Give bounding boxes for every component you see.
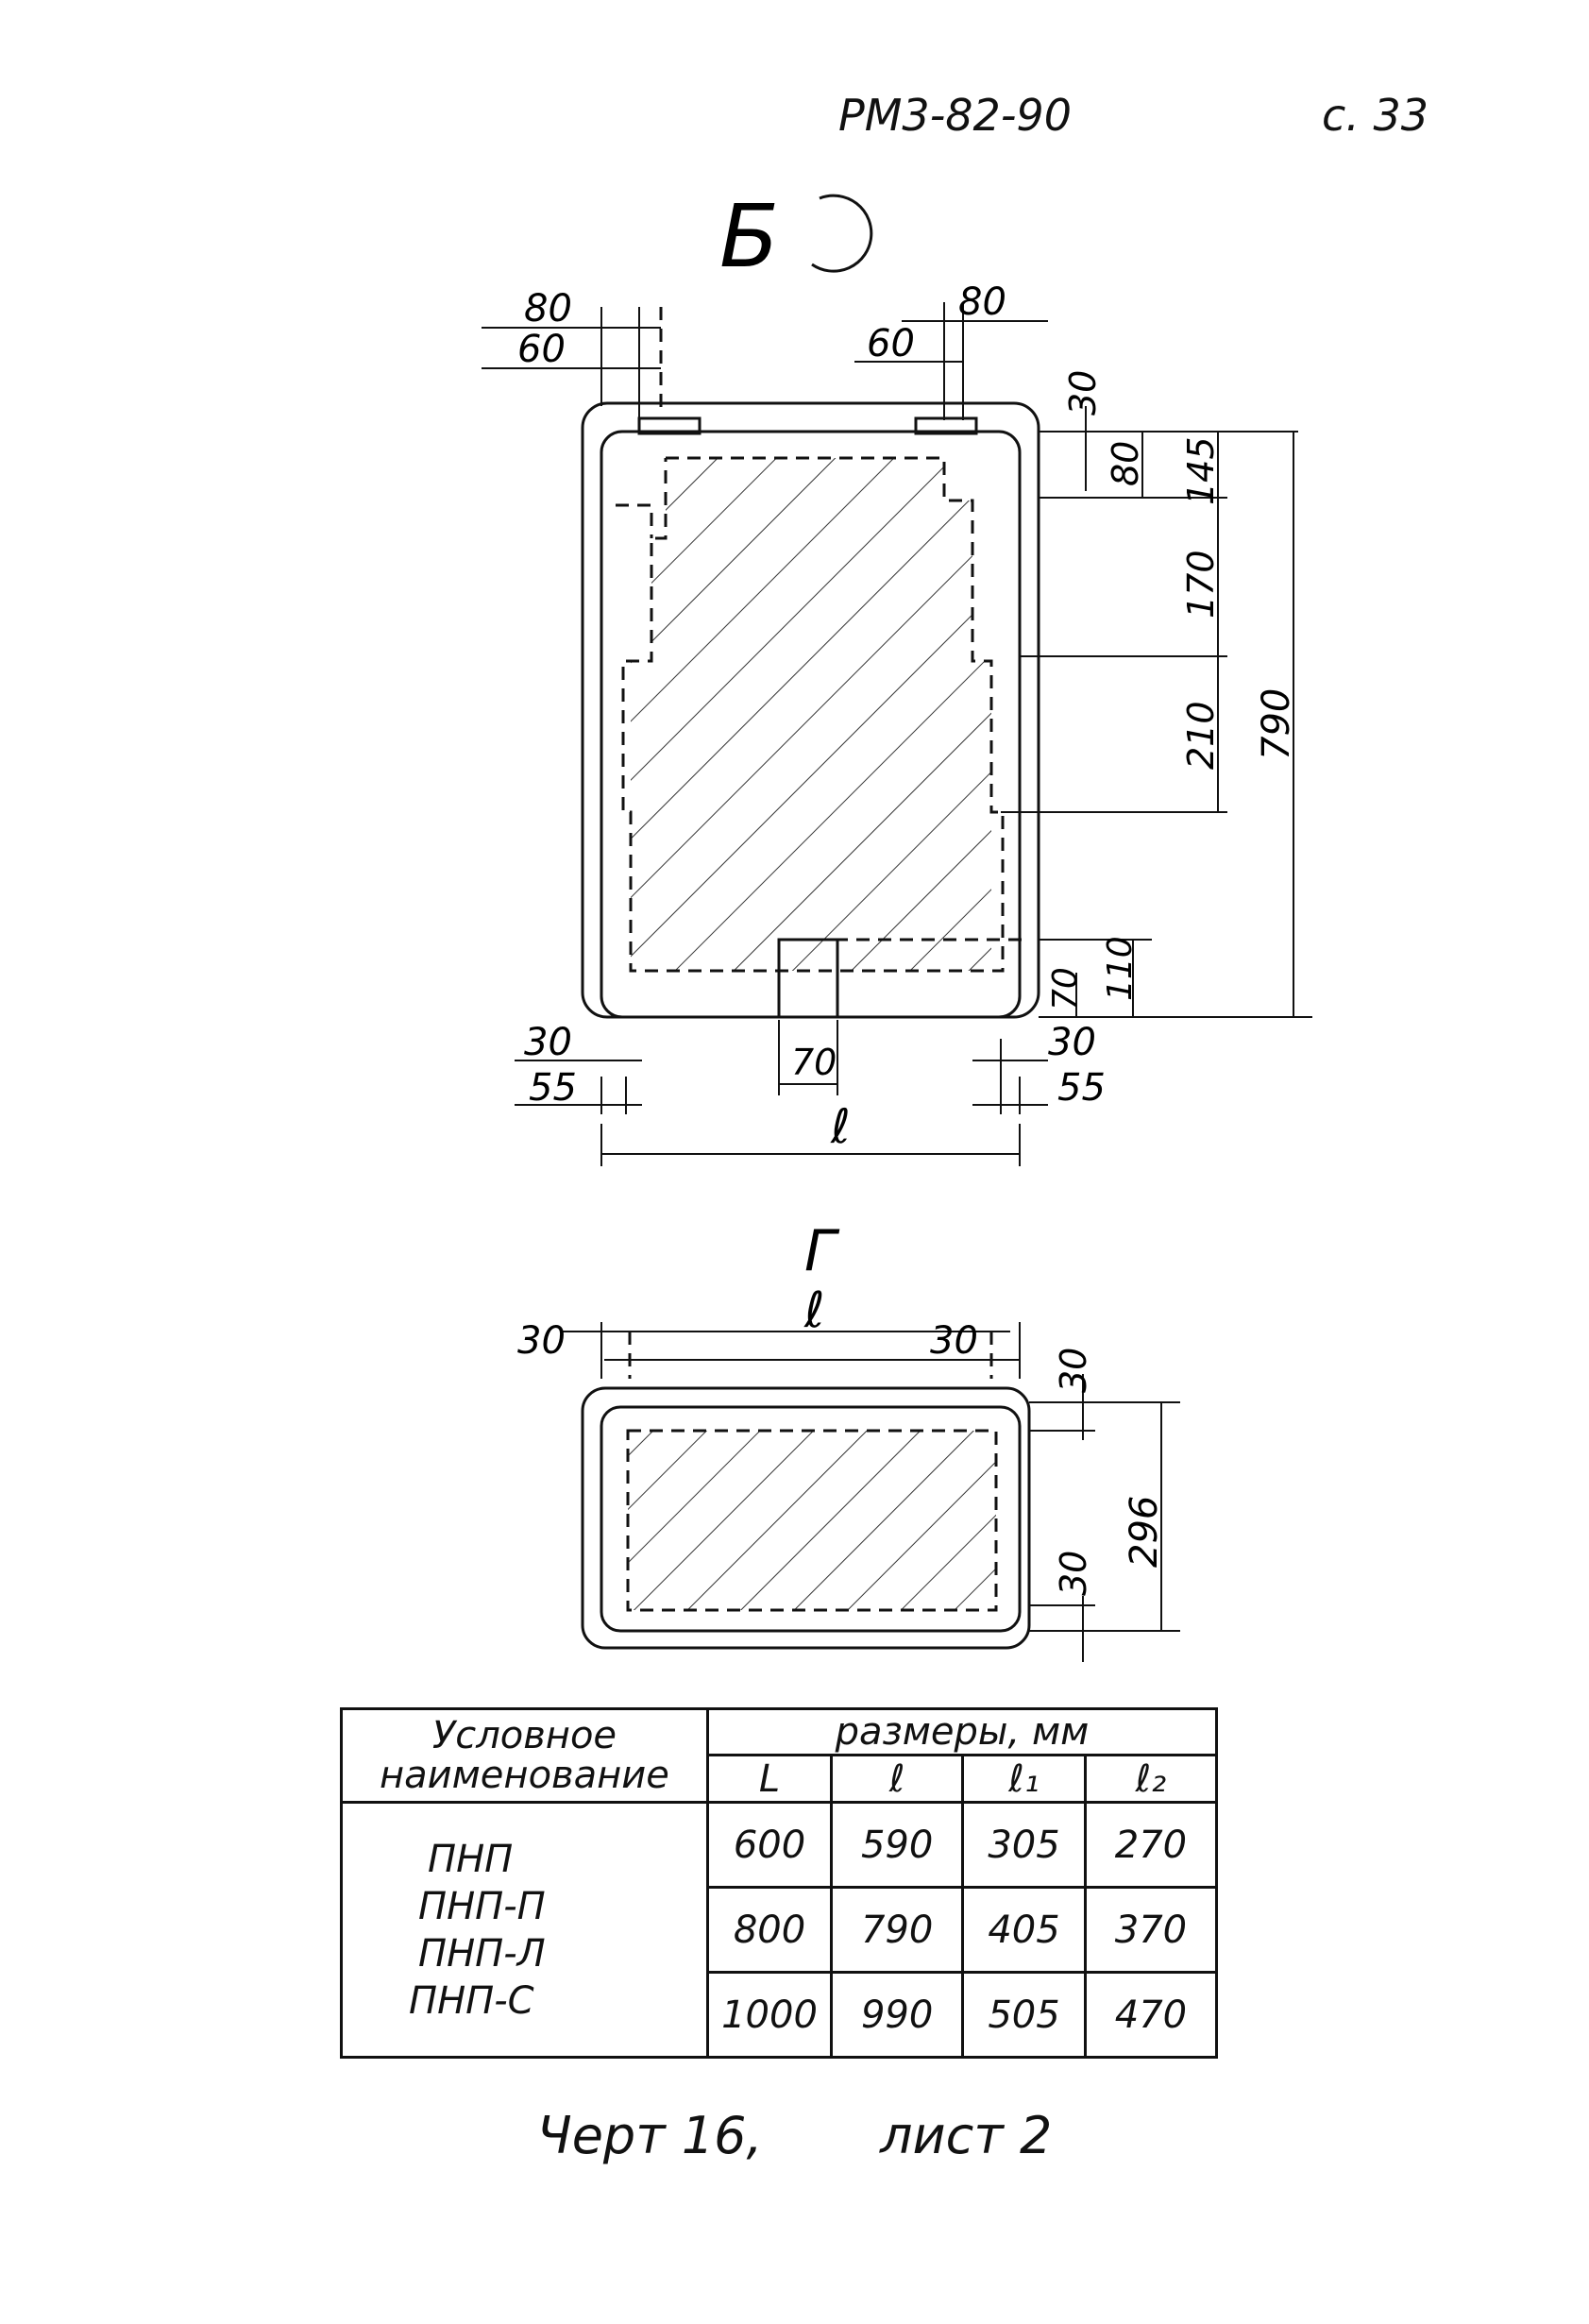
view-b-bottom-slot bbox=[777, 938, 839, 1019]
product-name: ПНП-С bbox=[409, 1978, 534, 2023]
view-b-hatched-core bbox=[631, 458, 991, 971]
dim-b-right-110: 110 bbox=[1101, 936, 1140, 1001]
table-cell: 1000 bbox=[705, 1971, 834, 2059]
table-cell: 590 bbox=[830, 1801, 965, 1889]
dim-b-right-145: 145 bbox=[1180, 436, 1222, 505]
col-header-l2: ℓ₂ bbox=[1083, 1754, 1219, 1804]
dim-b-bottom-left-55: 55 bbox=[529, 1066, 577, 1110]
dim-b-right-80: 80 bbox=[1105, 441, 1146, 486]
product-name: ПНП bbox=[428, 1837, 514, 1881]
view-b-dashed-notch-left bbox=[616, 503, 653, 538]
view-b-dashed-outline bbox=[621, 456, 1005, 973]
dim-g-side-30-top: 30 bbox=[1053, 1348, 1094, 1393]
dim-b-right-70: 70 bbox=[1046, 967, 1085, 1010]
view-b-title: Б bbox=[719, 186, 779, 287]
col-header-L: L bbox=[705, 1754, 834, 1804]
dim-b-bottom-right-30: 30 bbox=[1048, 1021, 1096, 1064]
view-g-hatched-core bbox=[628, 1431, 996, 1610]
dim-b-top-right-60: 60 bbox=[867, 322, 915, 365]
technical-drawing: Б 80 60 80 60 30 80 145 170 210 790 110 … bbox=[482, 186, 1312, 1662]
view-g-title: Г bbox=[804, 1218, 840, 1284]
name-header-line1: Условное bbox=[431, 1714, 617, 1757]
dim-b-top-right-80: 80 bbox=[958, 280, 1006, 324]
product-name: ПНП-Л bbox=[418, 1931, 546, 1976]
view-b-top-tab-right bbox=[914, 416, 978, 435]
table-cell: 990 bbox=[830, 1971, 965, 2059]
product-name: ПНП-П bbox=[418, 1884, 546, 1928]
drawing-caption: Черт 16, лист 2 bbox=[0, 2106, 1589, 2165]
document-code: РМ3-82-90 bbox=[838, 90, 1072, 141]
dim-g-height-296: 296 bbox=[1123, 1496, 1166, 1568]
table-cell: 370 bbox=[1083, 1886, 1219, 1974]
dim-b-bottom-70: 70 bbox=[791, 1042, 837, 1083]
dim-b-bottom-left-30: 30 bbox=[524, 1021, 572, 1064]
table-cell: 600 bbox=[705, 1801, 834, 1889]
view-b-top-tab-left bbox=[637, 416, 702, 435]
table-cell: 800 bbox=[705, 1886, 834, 1974]
table-cell: 270 bbox=[1083, 1801, 1219, 1889]
view-g-inner-contour bbox=[600, 1405, 1022, 1633]
dim-b-right-790: 790 bbox=[1255, 688, 1298, 760]
dim-g-length: ℓ bbox=[803, 1282, 824, 1339]
dim-b-top-left-60: 60 bbox=[517, 328, 566, 371]
table-cell: 505 bbox=[961, 1971, 1087, 2059]
table-cell: 470 bbox=[1083, 1971, 1219, 2059]
product-names: ПНП ПНП-П ПНП-Л ПНП-С bbox=[340, 1801, 709, 2059]
dim-b-right-210: 210 bbox=[1180, 701, 1222, 770]
dim-b-top-left-80: 80 bbox=[524, 287, 572, 331]
dim-b-bottom-right-55: 55 bbox=[1057, 1066, 1106, 1110]
sizes-header: размеры, мм bbox=[705, 1707, 1219, 1756]
sizes-table: Условное наименование размеры, мм L ℓ ℓ₁… bbox=[340, 1707, 1219, 2059]
table-cell: 405 bbox=[961, 1886, 1087, 1974]
caption-drawing-number: Черт 16, bbox=[536, 2106, 763, 2165]
table-cell: 790 bbox=[830, 1886, 965, 1974]
view-g-dashed-outline bbox=[626, 1429, 998, 1612]
col-header-l: ℓ bbox=[830, 1754, 965, 1804]
dim-g-side-30-bottom: 30 bbox=[1053, 1551, 1094, 1596]
name-header-line2: наименование bbox=[379, 1754, 669, 1797]
caption-sheet-number: лист 2 bbox=[880, 2106, 1053, 2165]
dim-g-left-30: 30 bbox=[517, 1319, 566, 1363]
dim-b-right-30: 30 bbox=[1062, 370, 1104, 416]
dim-g-right-30: 30 bbox=[930, 1319, 978, 1363]
dim-b-length: ℓ bbox=[830, 1099, 851, 1154]
view-g-outer-contour bbox=[581, 1386, 1031, 1650]
view-b-title-circle bbox=[811, 194, 873, 273]
page-number: с. 33 bbox=[1322, 90, 1429, 141]
name-header: Условное наименование bbox=[340, 1707, 709, 1804]
dim-b-right-170: 170 bbox=[1180, 550, 1222, 619]
col-header-l1: ℓ₁ bbox=[961, 1754, 1087, 1804]
table-cell: 305 bbox=[961, 1801, 1087, 1889]
